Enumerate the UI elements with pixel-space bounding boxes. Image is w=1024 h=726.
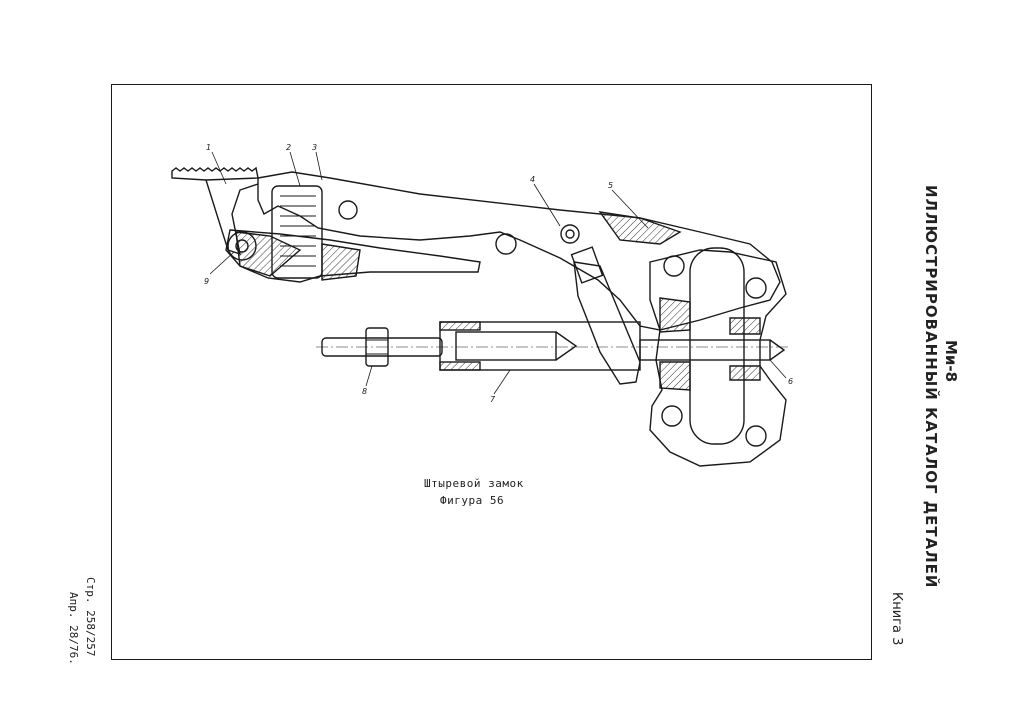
cylinder — [439, 321, 641, 371]
figure-caption-number: Фигура 56 — [440, 494, 505, 507]
bracket-slot — [689, 247, 745, 445]
callout-7: 7 — [490, 395, 496, 404]
latch-pawl — [573, 261, 641, 385]
lower-handle — [225, 229, 481, 283]
callout-1: 1 — [206, 143, 211, 152]
callout-5: 5 — [608, 181, 613, 190]
serrated-tip — [171, 166, 259, 181]
callout-8: 8 — [362, 387, 367, 396]
callout-6: 6 — [788, 377, 793, 386]
doc-title-aircraft: Ми-8 — [942, 340, 960, 383]
pivot-upper — [338, 200, 358, 220]
page-reference: Стр. 258/257 — [84, 577, 97, 657]
pivot-mid — [495, 233, 517, 255]
drawing-frame — [111, 84, 872, 660]
lock-pin — [639, 339, 771, 361]
spring-housing — [271, 185, 323, 279]
figure-caption-title: Штыревой замок — [424, 477, 524, 490]
doc-title-catalog: ИЛЛЮСТРИРОВАННЫЙ КАТАЛОГ ДЕТАЛЕЙ — [922, 185, 940, 589]
callout-9: 9 — [204, 277, 209, 286]
callout-2: 2 — [286, 143, 291, 152]
callout-4: 4 — [530, 175, 535, 184]
pivot-4 — [560, 224, 580, 244]
page-date: Апр. 28/76. — [67, 592, 80, 665]
book-number: Книга 3 — [889, 592, 904, 646]
callout-3: 3 — [312, 143, 317, 152]
mounting-bracket — [649, 249, 787, 467]
